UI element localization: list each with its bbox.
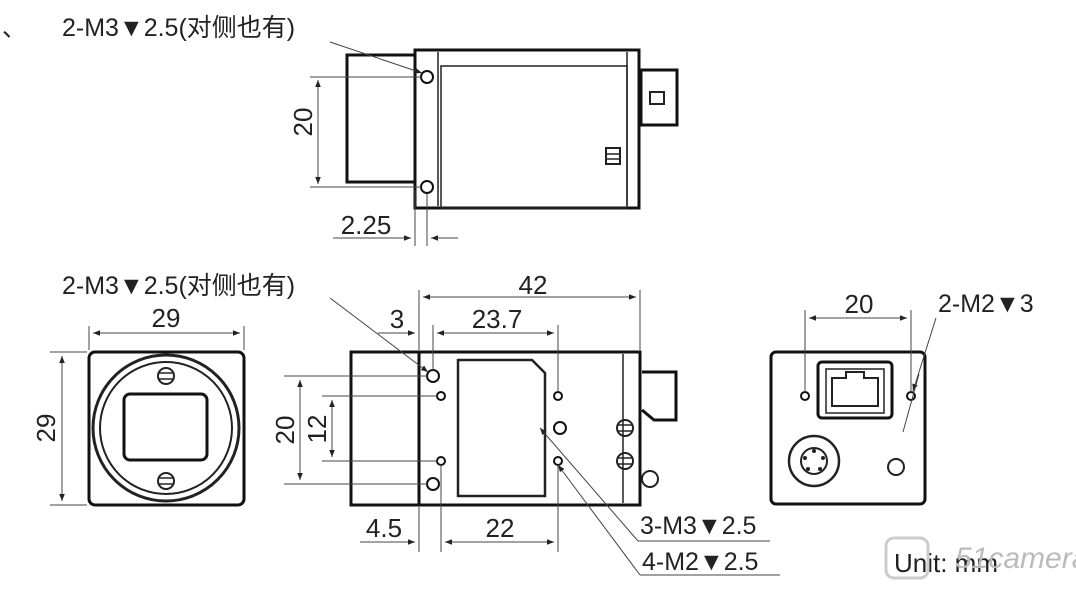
- rear-view: 20 2-M2▼3: [769, 289, 1034, 506]
- rear-view-led: [887, 458, 905, 476]
- top-view-body: [413, 48, 641, 210]
- front-view-screw-top: [157, 367, 175, 385]
- front-view-mount-outer: [91, 353, 241, 503]
- side-dim-span: 23.7: [472, 304, 523, 334]
- rear-callout: 2-M2▼3: [938, 290, 1034, 318]
- rear-view-power-connector: [787, 434, 841, 488]
- unit-label: Unit: mm: [894, 548, 998, 578]
- top-view-connector: [639, 68, 679, 127]
- corner-mark: 、: [2, 15, 26, 42]
- top-view-lens-mount: [345, 53, 417, 184]
- front-view-sensor: [122, 392, 209, 462]
- top-view-hole-upper: [420, 70, 434, 84]
- rear-dim-width: 20: [845, 289, 874, 319]
- side-view-hole-m2-4: [553, 456, 563, 466]
- side-dim-height-inner: 12: [302, 415, 332, 444]
- rear-view-body: [769, 350, 927, 506]
- watermark: 51camera: [884, 536, 1076, 580]
- side-view-hole-m3-3: [553, 421, 567, 435]
- side-view-hole-m3-2: [426, 477, 440, 491]
- side-view-lens-mount: [349, 350, 421, 507]
- top-dim-vertical: 20: [288, 108, 318, 137]
- side-view-hole-m3-1: [426, 369, 440, 383]
- rear-view-hole-left: [800, 391, 810, 401]
- side-dim-height-outer: 20: [270, 416, 300, 445]
- bottom-callout: 2-M3▼2.5(对侧也有): [62, 272, 295, 300]
- side-view-hole-m2-1: [436, 391, 446, 401]
- front-view: 29 29: [31, 303, 246, 507]
- top-view-hole-lower: [420, 180, 434, 194]
- front-dim-height: 29: [31, 414, 61, 443]
- side-view: 42 3 23.7 20 12 4.5 22 2-M3▼2.5(对侧也有) 3-…: [62, 270, 780, 576]
- side-view-connector: [641, 370, 678, 422]
- top-view: 20 2.25 2-M3▼2.5(对侧也有): [62, 14, 679, 246]
- top-dim-horizontal: 2.25: [341, 210, 392, 240]
- front-dim-width: 29: [152, 303, 181, 333]
- side-dim-bottom-span: 22: [486, 513, 515, 543]
- side-callout-m2: 4-M2▼2.5: [642, 548, 758, 576]
- side-view-body: [417, 350, 642, 507]
- side-view-hole-m2-3: [553, 391, 563, 401]
- front-view-body: [87, 350, 246, 507]
- side-view-label-plate: [456, 358, 547, 498]
- side-dim-length: 42: [519, 270, 548, 300]
- rear-view-ethernet-port: [816, 360, 894, 420]
- side-dim-bottom-offset: 4.5: [366, 513, 402, 543]
- front-view-screw-bottom: [157, 472, 175, 490]
- top-callout: 2-M3▼2.5(对侧也有): [62, 14, 295, 42]
- watermark-logo-icon: [884, 536, 930, 580]
- side-callout-m3: 3-M3▼2.5: [640, 512, 756, 540]
- side-view-hole-m2-2: [436, 456, 446, 466]
- top-view-screw: [605, 147, 621, 165]
- side-dim-offset: 3: [390, 304, 404, 334]
- watermark-text: 51camera: [955, 542, 1076, 575]
